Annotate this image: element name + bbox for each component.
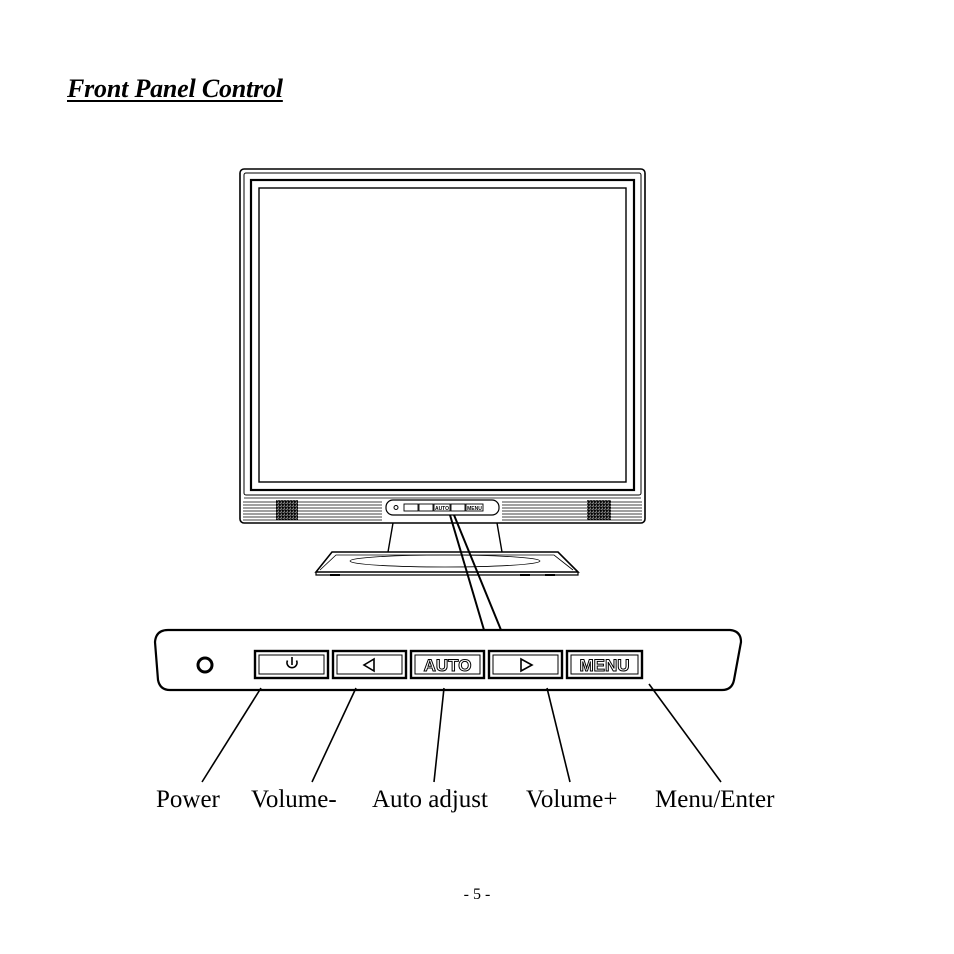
power-callout: Power: [156, 786, 220, 813]
zoom-lines: [449, 514, 502, 631]
auto-adjust-callout: Auto adjust: [372, 786, 488, 813]
power-leader: [201, 687, 262, 783]
volume-minus-callout: Volume-: [251, 786, 337, 813]
left-speaker-grille: [243, 501, 382, 521]
mini-control-strip: AUTO MENU: [385, 499, 500, 516]
power-icon: [286, 657, 298, 669]
volume-plus-button[interactable]: [487, 649, 564, 680]
monitor-bezel: [239, 168, 646, 524]
left-triangle-icon: [362, 657, 375, 673]
auto-adjust-leader: [433, 687, 445, 783]
enlarged-control-panel: AUTO MENU: [153, 628, 743, 692]
monitor-illustration: AUTO MENU: [239, 168, 646, 576]
volume-plus-callout: Volume+: [526, 786, 618, 813]
right-triangle-icon: [520, 657, 534, 673]
auto-button[interactable]: AUTO: [409, 649, 486, 680]
volume-minus-button[interactable]: [331, 649, 408, 680]
power-indicator-led: [196, 656, 214, 674]
volume-minus-leader: [311, 687, 357, 783]
power-button[interactable]: [253, 649, 330, 680]
monitor-screen: [258, 187, 627, 483]
mini-auto-label: AUTO: [435, 506, 449, 512]
volume-plus-leader: [546, 687, 571, 783]
mini-menu-label: MENU: [467, 506, 482, 512]
menu-enter-callout: Menu/Enter: [655, 786, 775, 813]
menu-enter-leader: [648, 683, 722, 783]
page-heading: Front Panel Control: [67, 74, 283, 103]
menu-button[interactable]: MENU: [565, 649, 644, 680]
right-speaker-grille: [502, 501, 642, 521]
callout-leaders: [201, 683, 722, 783]
menu-button-label: MENU: [579, 656, 629, 675]
auto-button-label: AUTO: [424, 656, 472, 675]
page-number: - 5 -: [463, 886, 491, 903]
